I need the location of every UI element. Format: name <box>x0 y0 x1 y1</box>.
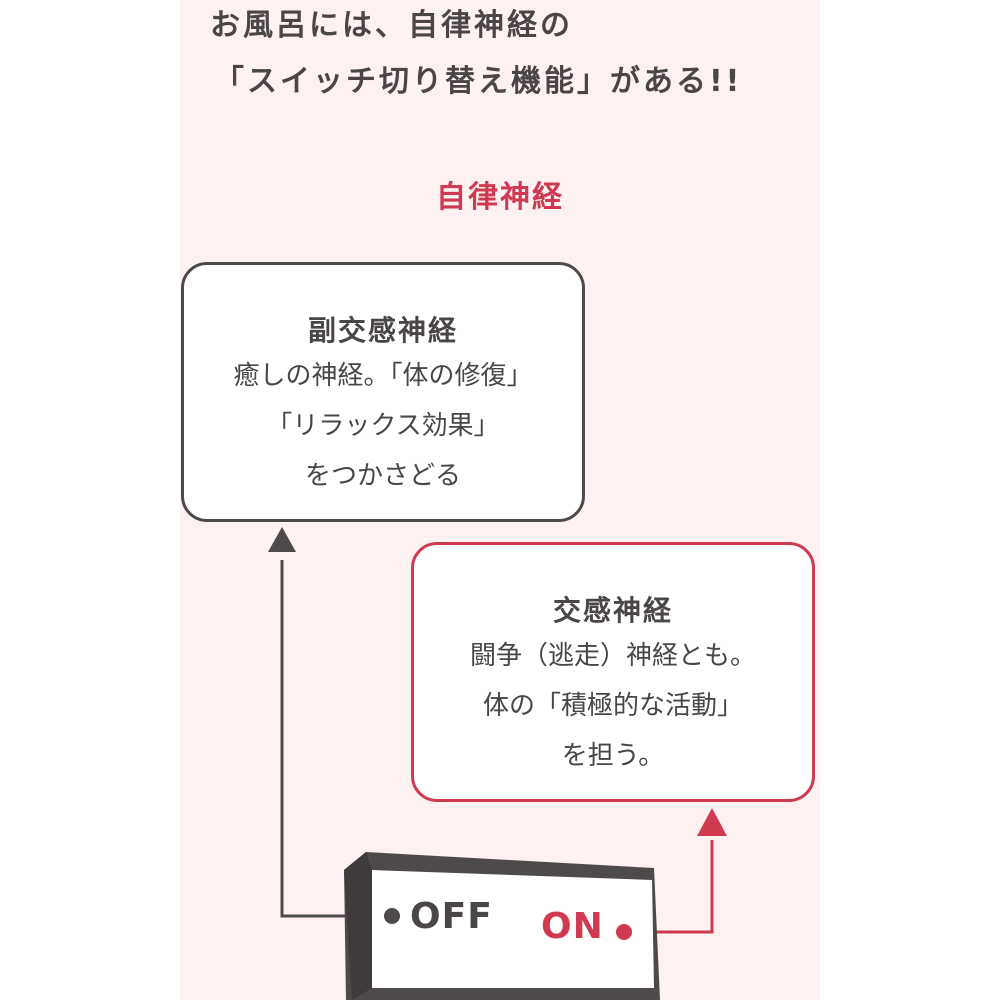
parasympathetic-box: 副交感神経 癒しの神経。「体の修復」 「リラックス効果」 をつかさどる <box>181 262 585 522</box>
section-title: 自律神経 <box>436 180 564 215</box>
headline-line-1: お風呂には、自律神経の <box>210 8 573 43</box>
sympathetic-line-2: 体の「積極的な活動」 <box>482 691 743 721</box>
switch-off-label: OFF <box>410 896 493 937</box>
rocker-switch <box>344 852 660 1000</box>
parasympathetic-line-1: 癒しの神経。「体の修復」 <box>233 361 533 391</box>
parasympathetic-line-2: 「リラックス効果」 <box>266 411 500 441</box>
headline-line-2: 「スイッチ切り替え機能」がある!! <box>214 64 743 99</box>
parasympathetic-line-3: をつかさどる <box>304 461 461 491</box>
off-dot <box>384 908 400 924</box>
off-arrow-head <box>268 527 296 552</box>
sympathetic-line-1: 闘争（逃走）神経とも。 <box>469 641 756 671</box>
switch-rocker-face <box>372 870 654 988</box>
parasympathetic-title: 副交感神経 <box>307 314 458 347</box>
on-dot <box>616 924 632 940</box>
sympathetic-line-3: を担う。 <box>561 741 665 771</box>
switch-rocker-shade <box>344 852 372 1000</box>
sympathetic-title: 交感神経 <box>552 594 673 627</box>
switch-on-label: ON <box>541 906 604 947</box>
sympathetic-box: 交感神経 闘争（逃走）神経とも。 体の「積極的な活動」 を担う。 <box>411 542 815 802</box>
on-arrow-head <box>697 808 727 836</box>
